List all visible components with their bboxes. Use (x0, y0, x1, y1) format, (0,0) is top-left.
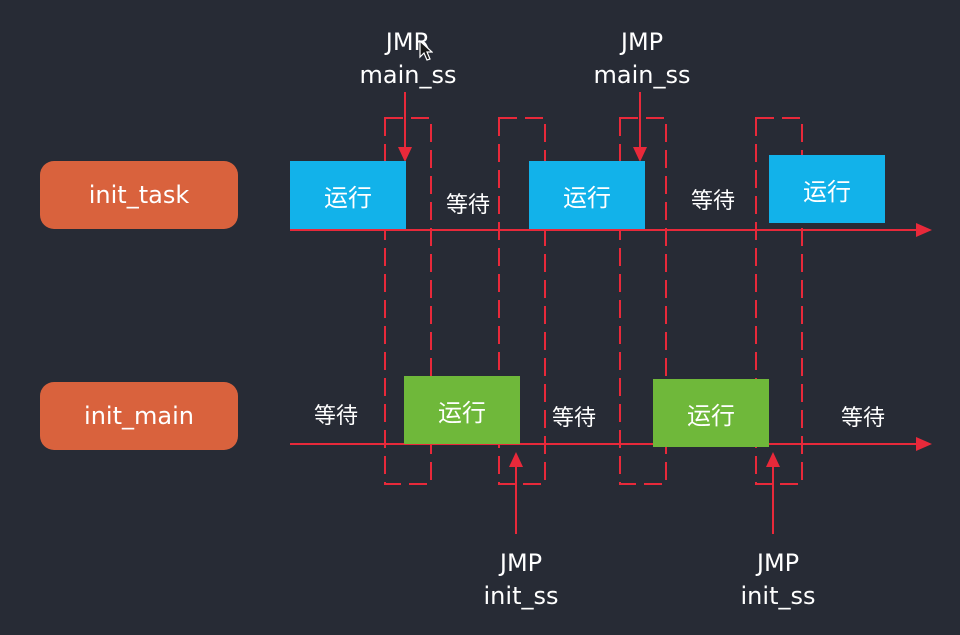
switch-window-3 (619, 117, 667, 485)
main-wait-label-2: 等待 (551, 406, 596, 431)
jmp-target-label: main_ss (593, 61, 691, 89)
jmp-init-ss-annotation-1: JMP init_ss (451, 547, 591, 613)
arrowhead-up-1 (509, 452, 523, 467)
jmp-op-label: JMP (756, 549, 800, 577)
mouse-cursor-icon (419, 40, 433, 61)
arrowhead-down-1 (398, 147, 412, 162)
main-axis-arrowhead (916, 437, 932, 451)
main-wait-label-1: 等待 (313, 404, 358, 429)
main-run-block-1: 运行 (404, 376, 520, 444)
jmp-main-ss-annotation-1: JMR main_ss (338, 26, 478, 92)
init-task-label: init_task (40, 161, 238, 229)
task-wait-label-1: 等待 (445, 193, 490, 218)
task-wait-label-2: 等待 (690, 189, 735, 214)
main-wait-label-3: 等待 (840, 406, 885, 431)
jmp-init-ss-annotation-2: JMP init_ss (708, 547, 848, 613)
task-run-block-2: 运行 (529, 161, 645, 229)
task-run-block-1: 运行 (290, 161, 406, 229)
jmp-target-label: init_ss (740, 582, 816, 610)
jmp-target-label: init_ss (483, 582, 559, 610)
main-run-block-2: 运行 (653, 379, 769, 447)
task-axis-arrowhead (916, 223, 932, 237)
jmp-main-ss-annotation-2: JMP main_ss (572, 26, 712, 92)
switch-window-2 (498, 117, 546, 485)
switch-window-4 (755, 117, 803, 485)
init-main-label: init_main (40, 382, 238, 450)
switch-window-1 (384, 117, 432, 485)
arrowhead-up-2 (766, 452, 780, 467)
task-run-block-3: 运行 (769, 155, 885, 223)
jmp-op-label: JMR (385, 28, 431, 56)
arrowhead-down-2 (633, 147, 647, 162)
jmp-target-label: main_ss (359, 61, 457, 89)
jmp-op-label: JMP (499, 549, 543, 577)
jmp-op-label: JMP (620, 28, 664, 56)
